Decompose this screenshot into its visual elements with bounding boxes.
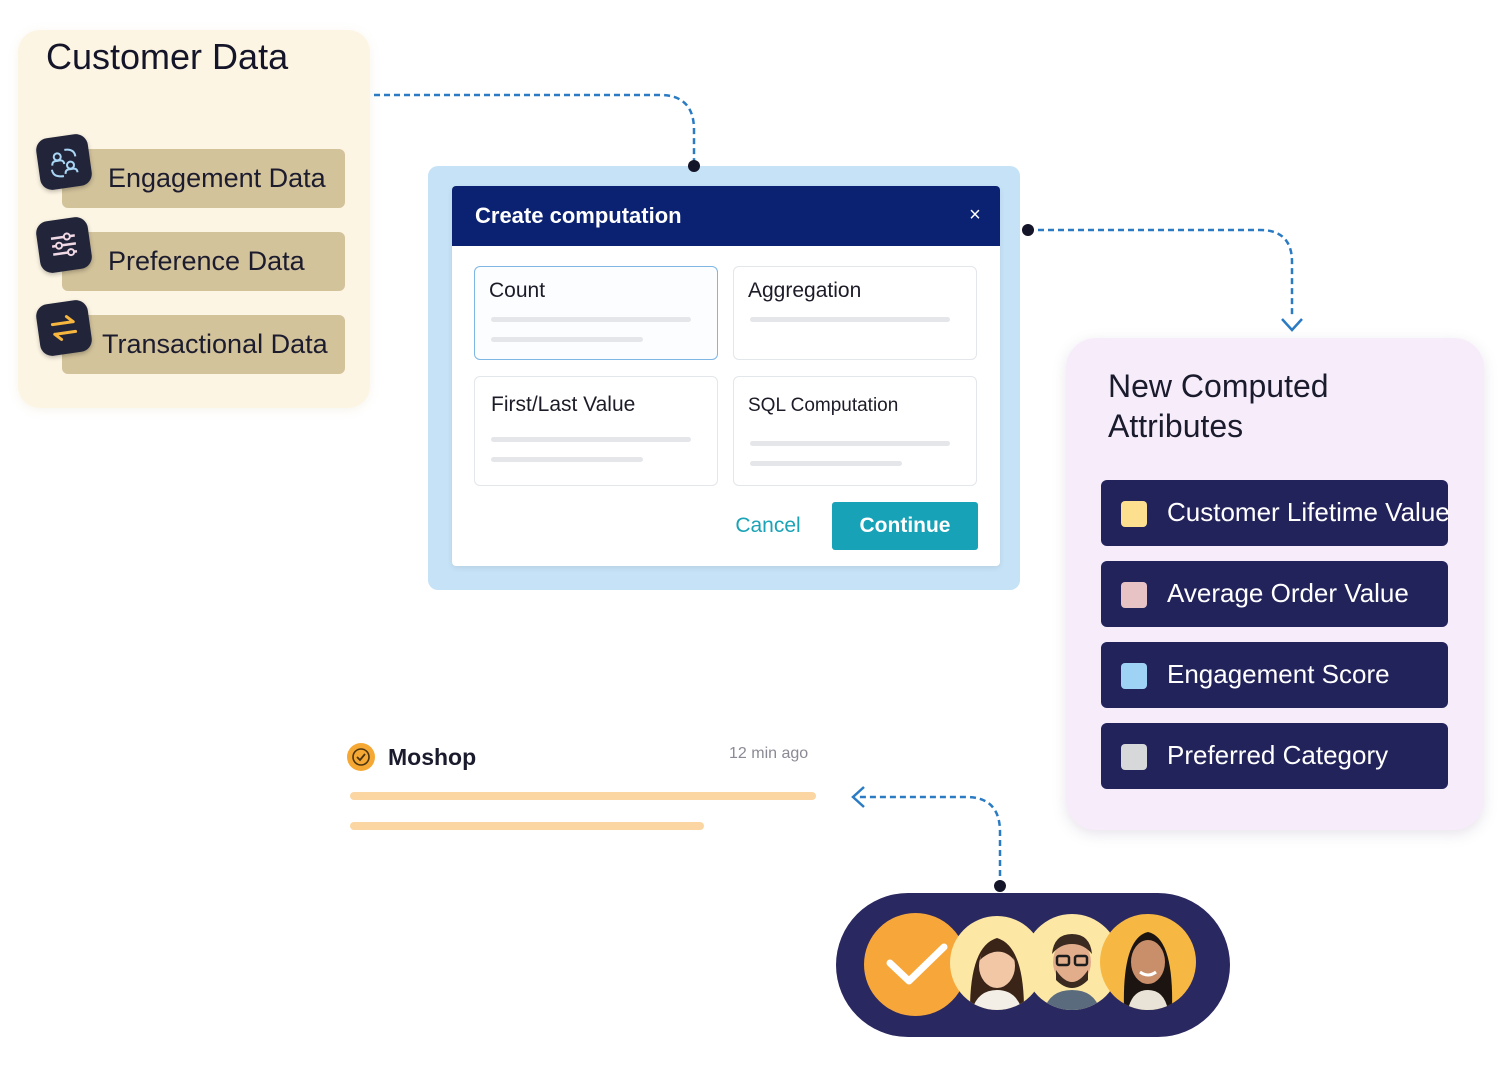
transactional-data-label: Transactional Data	[102, 329, 328, 359]
connector-modal-to-attributes	[1028, 228, 1294, 318]
connector-dot	[994, 880, 1006, 892]
attribute-swatch	[1121, 501, 1147, 527]
engagement-data-item[interactable]: Engagement Data	[62, 149, 345, 208]
option-first-last-value[interactable]: First/Last Value	[474, 376, 718, 486]
option-aggregation-label: Aggregation	[748, 279, 862, 302]
attribute-label: Customer Lifetime Value	[1167, 497, 1450, 527]
connector-dot	[688, 160, 700, 172]
notification-card[interactable]: Moshop 12 min ago	[318, 726, 840, 858]
attribute-average-order-value[interactable]: Average Order Value	[1101, 561, 1448, 627]
placeholder-line	[750, 317, 950, 322]
preference-data-label: Preference Data	[108, 246, 305, 276]
attribute-swatch	[1121, 582, 1147, 608]
placeholder-line	[491, 337, 643, 342]
engagement-data-label: Engagement Data	[108, 163, 326, 193]
placeholder-line	[491, 317, 691, 322]
continue-button[interactable]: Continue	[832, 502, 978, 550]
option-first-last-label: First/Last Value	[491, 393, 636, 416]
notification-time: 12 min ago	[729, 745, 809, 762]
attribute-swatch	[1121, 663, 1147, 689]
placeholder-line	[750, 441, 950, 446]
option-count[interactable]: Count	[474, 266, 718, 360]
close-icon[interactable]: ×	[969, 204, 981, 226]
attribute-engagement-score[interactable]: Engagement Score	[1101, 642, 1448, 708]
transactional-data-item[interactable]: Transactional Data	[62, 315, 345, 374]
connector-audience-to-notification	[858, 795, 1002, 886]
attribute-label: Average Order Value	[1167, 578, 1409, 608]
checkmark-icon	[864, 913, 967, 1016]
create-computation-dialog: Create computation × Count Aggregation F…	[452, 186, 1000, 566]
placeholder-line	[750, 461, 902, 466]
placeholder-line	[350, 792, 816, 800]
connector-dot	[1022, 224, 1034, 236]
sliders-icon	[34, 215, 94, 275]
attribute-label: Engagement Score	[1167, 659, 1390, 689]
placeholder-line	[350, 822, 704, 830]
notification-app-name: Moshop	[388, 744, 477, 770]
computed-attributes-title: New Computed Attributes	[1108, 368, 1329, 444]
people-cycle-icon	[34, 132, 94, 192]
placeholder-line	[491, 437, 691, 442]
option-aggregation[interactable]: Aggregation	[733, 266, 977, 360]
option-sql-computation[interactable]: SQL Computation	[733, 376, 977, 486]
option-count-label: Count	[489, 279, 546, 302]
attribute-customer-lifetime-value[interactable]: Customer Lifetime Value	[1101, 480, 1450, 546]
avatar	[1100, 914, 1196, 1010]
attribute-preferred-category[interactable]: Preferred Category	[1101, 723, 1448, 789]
option-sql-label: SQL Computation	[748, 395, 899, 416]
cancel-button[interactable]: Cancel	[735, 514, 801, 537]
placeholder-line	[491, 457, 643, 462]
preference-data-item[interactable]: Preference Data	[62, 232, 345, 291]
dialog-title: Create computation	[475, 203, 682, 228]
connector-customer-to-modal	[374, 93, 696, 166]
attribute-label: Preferred Category	[1167, 740, 1389, 770]
arrows-exchange-icon	[34, 298, 94, 358]
verified-badge-icon	[347, 743, 375, 771]
dialog-header: Create computation ×	[452, 186, 1000, 246]
customer-data-title: Customer Data	[46, 36, 289, 77]
attribute-swatch	[1121, 744, 1147, 770]
